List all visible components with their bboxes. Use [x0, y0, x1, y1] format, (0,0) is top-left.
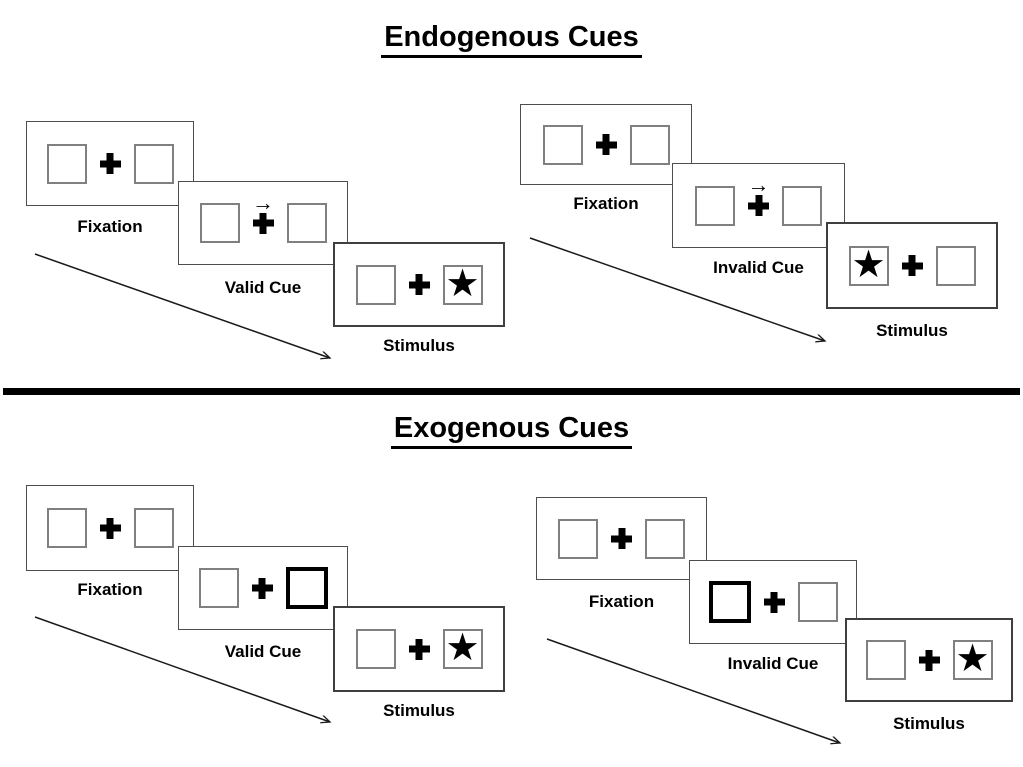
panel-label-stimulus: Stimulus — [893, 714, 965, 733]
fixation-cross-icon — [100, 518, 121, 539]
fixation-cross-icon — [902, 255, 923, 276]
left-box — [542, 124, 583, 165]
stimulus-panel: ★ — [826, 222, 998, 309]
timeline-arrow-exogenous-valid — [34, 616, 330, 722]
cue-panel — [178, 546, 348, 630]
section-title-text: Endogenous Cues — [381, 21, 642, 59]
fixation-cross-icon — [764, 592, 785, 613]
left-box — [355, 264, 396, 305]
right-arrow-icon: → — [252, 189, 274, 215]
stimulus-panel: ★ — [333, 242, 505, 327]
right-box — [629, 124, 670, 165]
star-icon: ★ — [955, 638, 990, 680]
left-box — [558, 518, 598, 559]
panel-label-fixation: Fixation — [588, 592, 655, 611]
right-box — [133, 508, 174, 548]
star-box: ★ — [848, 243, 889, 286]
fixation-cross-icon — [919, 650, 940, 671]
fixation-cross-icon — [409, 639, 430, 660]
star-icon: ★ — [851, 243, 886, 286]
section-title-exogenous: Exogenous Cues — [0, 412, 1023, 450]
panel-label-fixation: Fixation — [77, 580, 143, 599]
cue-panel — [689, 560, 857, 644]
fixation-panel — [26, 485, 194, 571]
right-box — [935, 245, 976, 286]
right-box — [133, 143, 174, 184]
highlighted-box — [708, 581, 751, 623]
fixation-cross-icon — [100, 153, 121, 174]
panel-label-invalid-cue: Invalid Cue — [727, 654, 819, 673]
section-title-text: Exogenous Cues — [390, 412, 633, 450]
panel-label-stimulus: Stimulus — [383, 336, 455, 355]
right-box — [782, 185, 822, 226]
left-box — [695, 185, 735, 226]
fixation-panel — [536, 497, 707, 580]
star-box: ★ — [442, 262, 483, 305]
right-box — [797, 582, 838, 622]
cue-panel: → — [672, 163, 845, 248]
panel-label-fixation: Fixation — [573, 194, 639, 213]
panel-label-stimulus: Stimulus — [383, 701, 455, 720]
fixation-cross-icon: → — [252, 191, 274, 234]
star-box: ★ — [442, 627, 483, 669]
section-divider — [3, 388, 1020, 395]
fixation-cross-icon — [611, 528, 632, 549]
left-box — [199, 203, 240, 243]
star-icon: ★ — [445, 627, 480, 669]
cue-panel: → — [178, 181, 348, 265]
left-box — [355, 629, 396, 669]
right-arrow-icon: → — [747, 172, 770, 197]
left-box — [46, 143, 87, 184]
panel-label-valid-cue: Valid Cue — [224, 642, 302, 661]
stimulus-panel: ★ — [845, 618, 1013, 702]
right-box — [286, 203, 327, 243]
panel-label-fixation: Fixation — [77, 217, 143, 236]
stimulus-panel: ★ — [333, 606, 505, 692]
fixation-panel — [520, 104, 692, 185]
star-icon: ★ — [445, 262, 480, 305]
fixation-cross-icon — [596, 134, 617, 155]
left-box — [198, 568, 239, 608]
star-box: ★ — [952, 638, 993, 680]
fixation-panel — [26, 121, 194, 206]
left-box — [865, 640, 906, 680]
panel-label-invalid-cue: Invalid Cue — [713, 258, 804, 277]
panel-label-valid-cue: Valid Cue — [224, 278, 302, 297]
left-box — [46, 508, 87, 548]
panel-label-stimulus: Stimulus — [876, 321, 948, 340]
highlighted-box — [285, 567, 328, 609]
fixation-cross-icon — [409, 274, 430, 295]
right-box — [645, 518, 685, 559]
fixation-cross-icon: → — [748, 174, 770, 216]
timeline-arrow-endogenous-valid — [34, 253, 330, 358]
section-title-endogenous: Endogenous Cues — [0, 21, 1023, 59]
timeline-arrow-endogenous-invalid — [529, 237, 825, 341]
fixation-cross-icon — [252, 578, 273, 599]
